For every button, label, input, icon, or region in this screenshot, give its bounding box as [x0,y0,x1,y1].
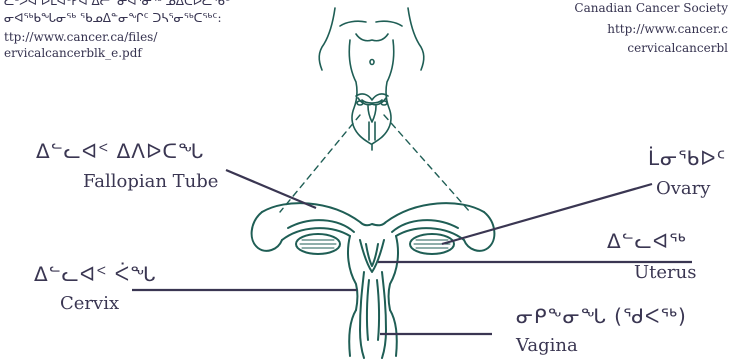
left-source-url-1: ttp://www.cancer.ca/files/ [4,30,157,45]
vagina-syllabic-label: ᓂᑭᖕᓂᖓ (ᖁᐸᖅ) [516,304,687,328]
left-source-url-2: ervicalcancerblk_e.pdf [4,46,142,61]
ovary-label: Ovary [656,178,710,200]
uterus-label: Uterus [634,262,697,284]
right-source-line-1: Canadian Cancer Society [574,1,728,16]
left-source-line-2: ᓂᐊᖅᑲᖓᓂᖅ ᖃᓄᐃᓐᓂᖏᑦ ᑐᓴᕐᓂᖅᑕᖅᑦ: [4,11,222,26]
leader-fallopian [226,170,316,208]
cervix-label: Cervix [60,293,119,315]
right-source-url-2: cervicalcancerbl [627,41,728,56]
left-source-line-1: ᓚᒃᐳᐊ ᐅᒪᐊᑦᓯᐊ ᐃᓕᓐᓂᐊᕐᓂᖅ ᓄᐃᑕᐅᓚᖃᑦ [4,0,230,9]
right-source-url-1: http://www.cancer.c [607,22,728,37]
uterus-syllabic-label: ᐃᓪᓚᐊᖅ [607,229,687,253]
ovary-syllabic-label: ᒫᓂᖃᐅᑦ [648,146,726,170]
cervix-syllabic-label: ᐃᓪᓚᐊᑉ ᐹᖓ [34,262,156,286]
fallopian-tube-label: Fallopian Tube [83,171,218,193]
torso-figure [319,8,424,150]
fallopian-syllabic-label: ᐃᓪᓚᐊᑉ ᐃᐱᐅᑕᖓ [36,139,204,163]
vagina-label: Vagina [516,335,578,357]
